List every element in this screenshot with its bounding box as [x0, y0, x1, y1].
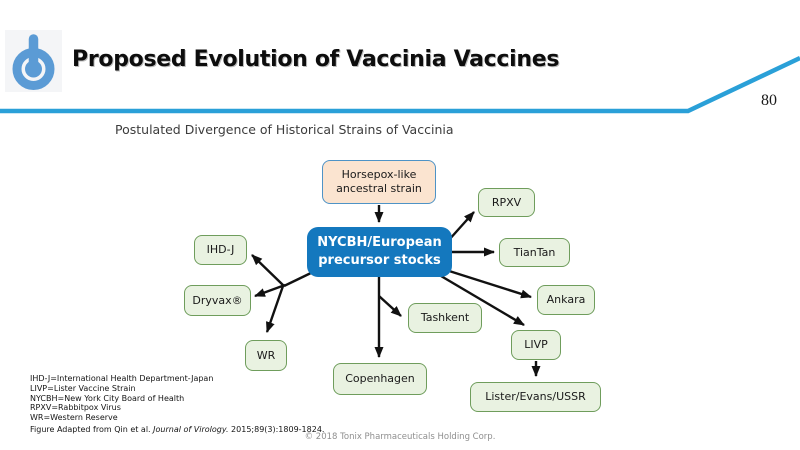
power-button-logo-icon: [12, 34, 55, 90]
legend-line-livp: LIVP=Lister Vaccine Strain: [30, 383, 136, 393]
citation-text: Figure Adapted from Qin et al.: [30, 425, 154, 434]
node-label: NYCBH/European: [317, 235, 442, 251]
arrow-branch-to-dryvax: [254, 283, 286, 298]
legend-line-wr: WR=Western Reserve: [30, 413, 118, 423]
node-livp: LIVP: [511, 330, 561, 360]
arrow-trunk-left: [283, 270, 314, 288]
node-horsepox-ancestral-strain: Horsepox-like ancestral strain: [322, 160, 436, 204]
arrow-nycbh-to-ankara: [445, 268, 532, 299]
node-nycbh-european-precursor: NYCBH/European precursor stocks: [307, 227, 452, 277]
abbreviation-legend: IHD-J=International Health Department-Ja…: [30, 374, 213, 423]
node-ankara: Ankara: [537, 285, 595, 315]
diagram-subtitle: Postulated Divergence of Historical Stra…: [115, 122, 454, 137]
arrow-branch-to-ihdj: [251, 254, 285, 287]
node-lister-evans-ussr: Lister/Evans/USSR: [470, 382, 601, 412]
node-label: precursor stocks: [318, 253, 441, 268]
legend-line-nycbh: NYCBH=New York City Board of Health: [30, 393, 185, 403]
node-rpxv: RPXV: [478, 188, 535, 217]
citation-journal: Journal of Virology.: [153, 425, 229, 434]
figure-citation: Figure Adapted from Qin et al. Journal o…: [30, 425, 324, 434]
arrow-branch-to-wr: [265, 285, 285, 333]
page-title: Proposed Evolution of Vaccinia Vaccines: [72, 47, 560, 72]
node-tiantan: TianTan: [499, 238, 570, 267]
node-ihdj: IHD-J: [194, 235, 247, 265]
copyright-notice: © 2018 Tonix Pharmaceuticals Holding Cor…: [304, 432, 496, 442]
node-copenhagen: Copenhagen: [333, 363, 427, 395]
legend-line-rpxv: RPXV=Rabbitpox Virus: [30, 403, 121, 413]
node-dryvax: Dryvax®: [184, 285, 251, 316]
page-number: 80: [761, 92, 777, 109]
node-label: Horsepox-like: [341, 168, 417, 182]
node-wr: WR: [245, 340, 287, 371]
node-tashkent: Tashkent: [408, 303, 482, 333]
legend-line-ihdj: IHD-J=International Health Department-Ja…: [30, 374, 214, 383]
citation-ref: 2015;89(3):1809-1824.: [228, 425, 325, 434]
arrow-branch-to-tashkent: [378, 295, 402, 317]
node-label: ancestral strain: [336, 182, 422, 195]
